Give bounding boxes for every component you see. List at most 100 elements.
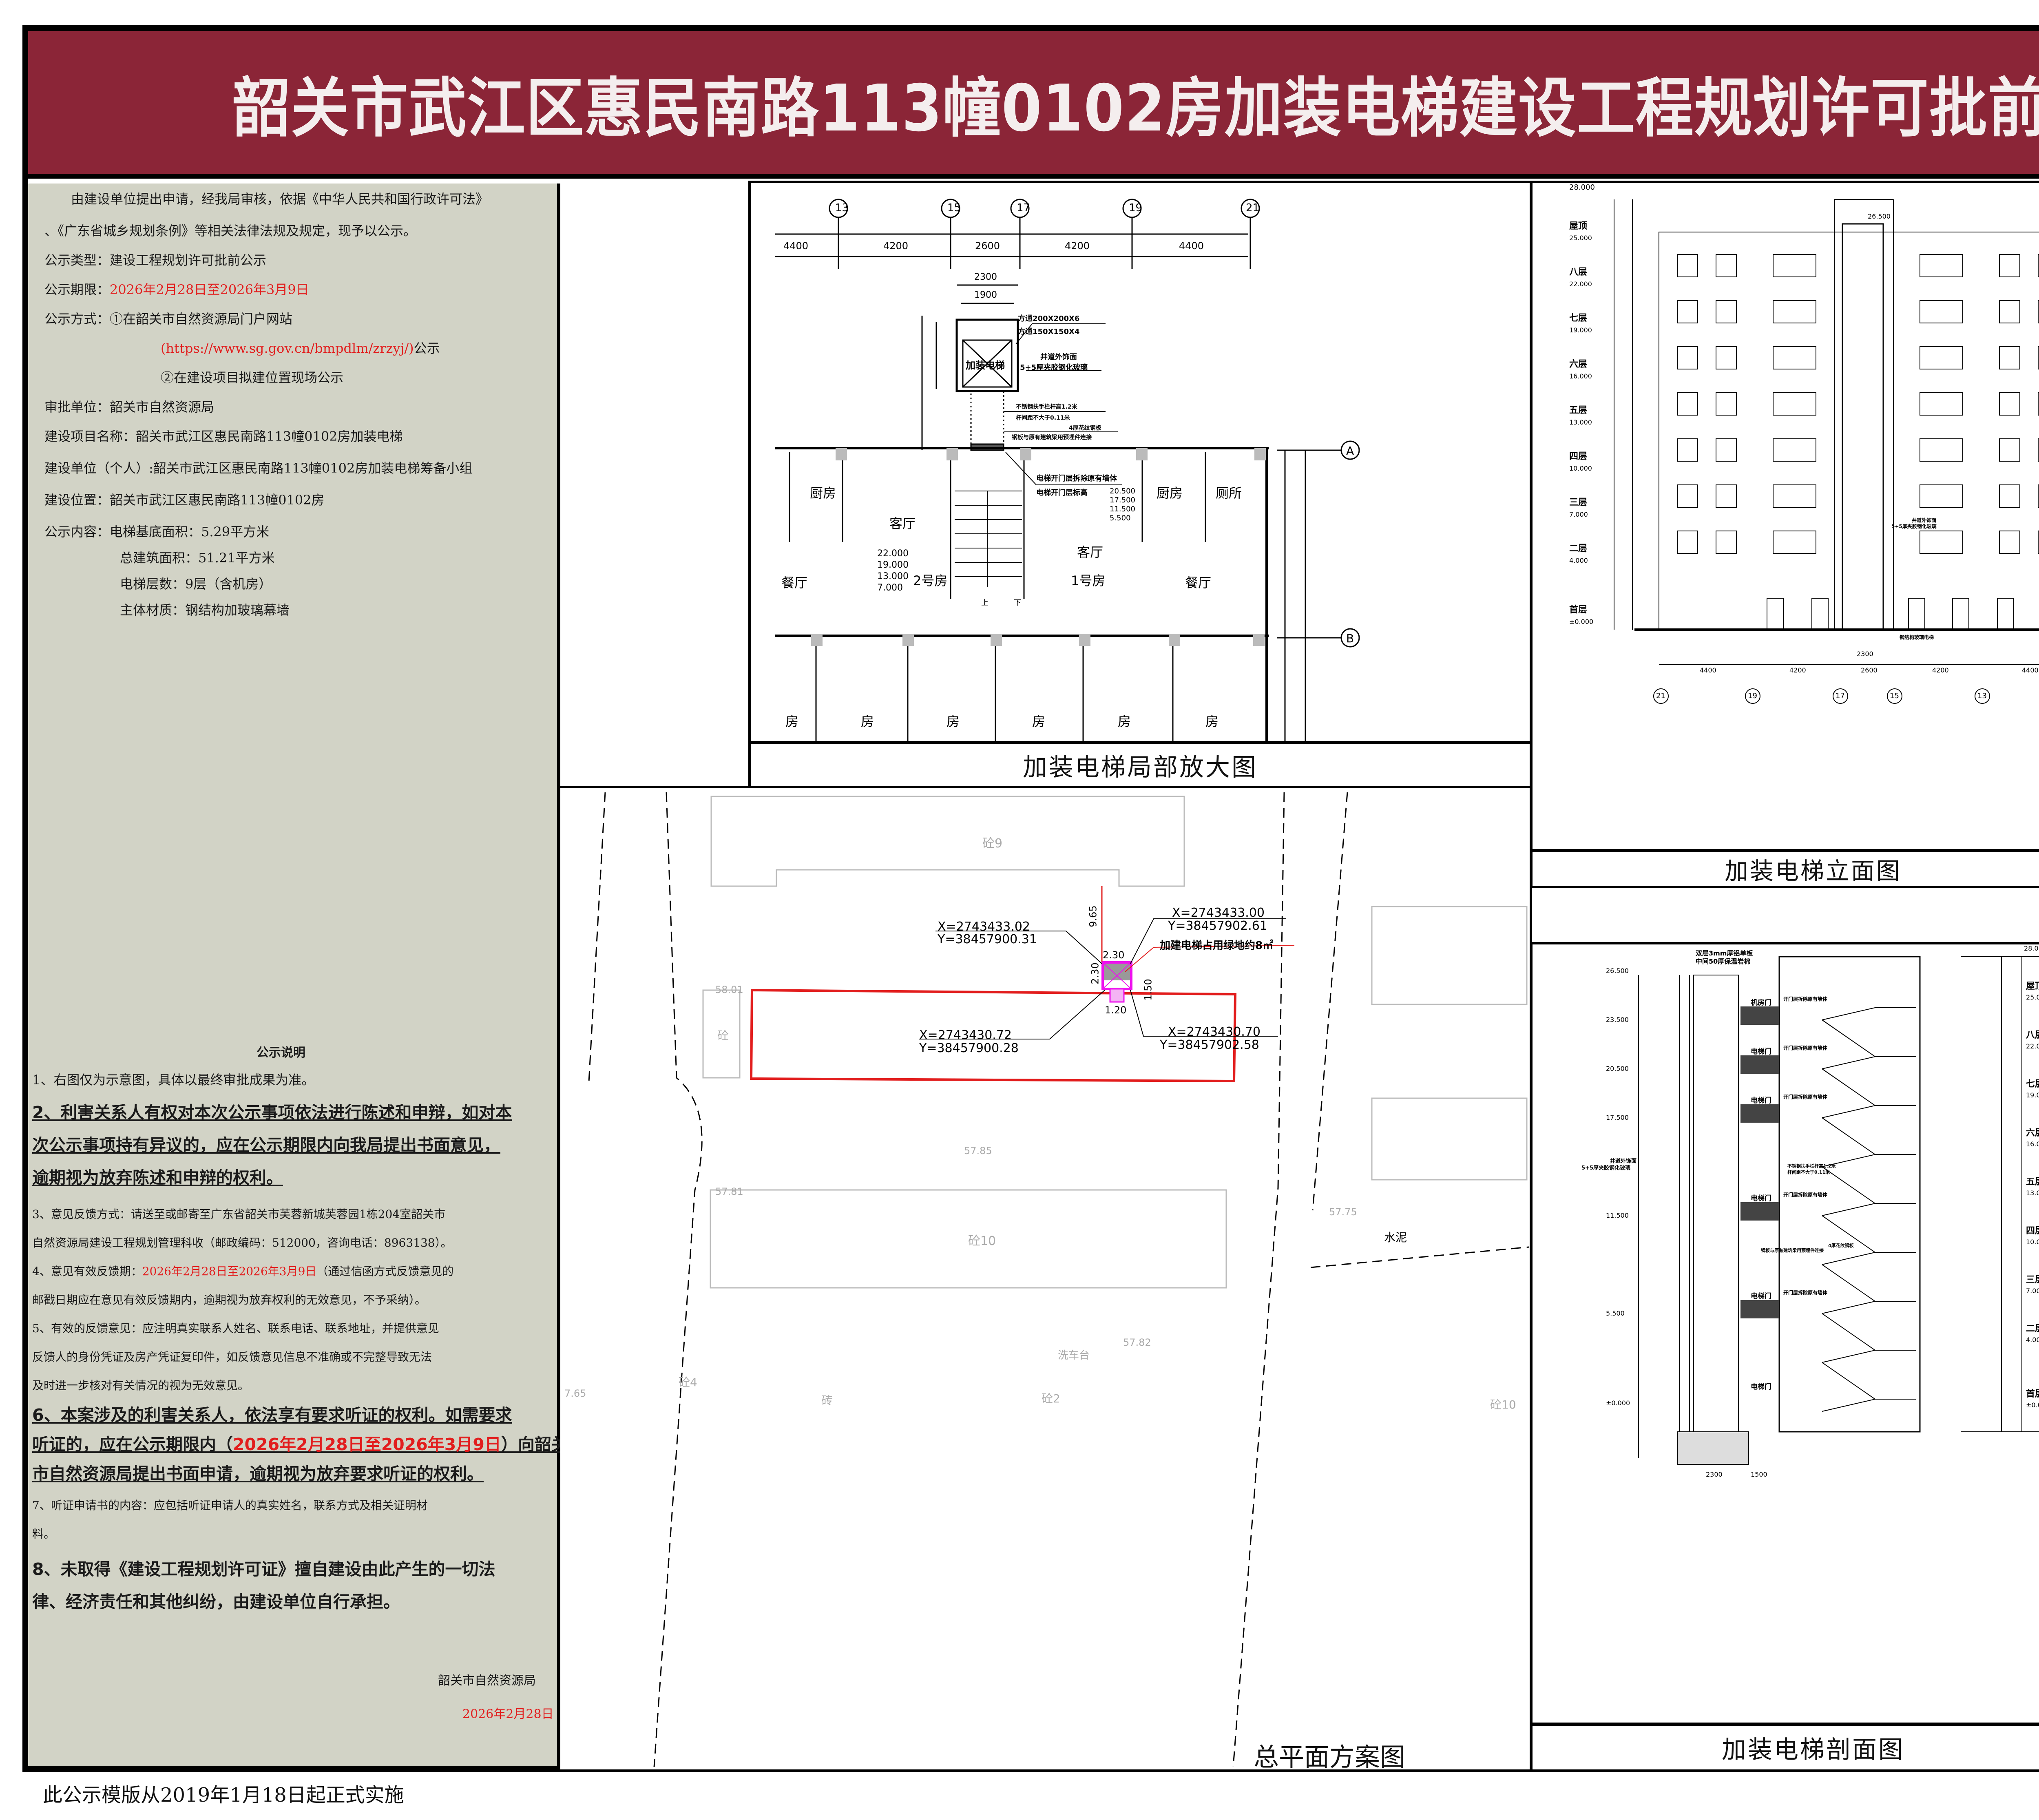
section-caption: 加装电梯剖面图 xyxy=(1533,1723,2039,1769)
elev-level-8-name: 首层 xyxy=(1569,605,1588,615)
section-right-level-3-value: 16.000 xyxy=(2026,1140,2039,1148)
notice-item-3-line-1: 3、意见反馈方式：请送至或邮寄至广东省韶关市芙蓉新城芙蓉园1栋204室韶关市 xyxy=(32,1207,446,1221)
section-door-note-5: 开门层拆除原有墙体 xyxy=(1783,1290,1828,1296)
elev-level-4-name: 五层 xyxy=(1569,405,1588,416)
note-rail-1: 不锈钢扶手栏杆高1.2米 xyxy=(1016,404,1077,410)
item-4-suffix: （通过信函方式反馈意见的 xyxy=(316,1265,454,1278)
elev-axis-13: 13 xyxy=(1977,692,1987,700)
label-block-2: 砼2 xyxy=(1042,1392,1060,1405)
door-level-1: 20.500 xyxy=(1110,487,1135,495)
room2-levels: 22.000 19.000 13.000 7.000 xyxy=(877,548,909,594)
note-door-level: 电梯开门层标高 xyxy=(1036,489,1088,497)
room-lower-6: 房 xyxy=(1205,714,1219,729)
title-banner: 韶关市武江区惠民南路113幢0102房加装电梯建设工程规划许可批前公示之(一) xyxy=(28,31,2039,179)
content-label: 公示内容： xyxy=(44,524,110,540)
section-right-level-0-name: 屋顶 xyxy=(2026,981,2039,991)
notice-item-7-line-2: 料。 xyxy=(32,1527,55,1541)
coord-ne-x: X=2743433.00 xyxy=(1172,906,1265,920)
portal-url-link[interactable]: (https://www.sg.gov.cn/bmpdlm/zrzyj/) xyxy=(161,341,414,356)
elev-level-1-name: 八层 xyxy=(1569,267,1588,277)
section-right-level-7-name: 二层 xyxy=(2026,1324,2039,1334)
elev-level-8: 首层±0.000 xyxy=(1569,604,1593,628)
elev-top-level: 28.000 xyxy=(1569,183,1595,192)
section-right-level-5-name: 四层 xyxy=(2026,1226,2039,1236)
span-1: 4400 xyxy=(783,240,809,252)
content: 公示内容：电梯基底面积：5.29平方米 xyxy=(44,524,269,540)
elevation-drawing xyxy=(1614,199,2039,704)
item-6-suffix: ）向韶关 xyxy=(501,1435,568,1454)
notice-method: 公示方式：①在韶关市自然资源局门户网站 xyxy=(44,311,292,327)
note-plate-2: 钢板与原有建筑梁用预埋件连接 xyxy=(1012,434,1092,441)
note-facade-1: 井道外饰面 xyxy=(1040,353,1077,361)
method-1-url-line: (https://www.sg.gov.cn/bmpdlm/zrzyj/)公示 xyxy=(161,340,440,356)
elev-span-3: 2600 xyxy=(1861,666,1878,674)
project-name-label: 建设项目名称： xyxy=(44,429,136,444)
notice-item-2-line-2: 次公示事项持有异议的，应在公示期限内向我局提出书面意见， xyxy=(32,1135,500,1155)
room-lower-1: 房 xyxy=(785,714,799,729)
note-facade-2: 5+5厚夹胶钢化玻璃 xyxy=(1020,363,1088,372)
period-value: 2026年2月28日至2026年3月9日 xyxy=(110,282,309,297)
room-living-left: 客厅 xyxy=(889,516,916,531)
room-lower-4: 房 xyxy=(1032,714,1046,729)
section-right-level-0-value: 25.000 xyxy=(2026,993,2039,1001)
section-right-level-7: 二层4.000 xyxy=(2026,1324,2039,1389)
section-left-level-2: 20.500 xyxy=(1606,1065,1629,1073)
elev-level-6-name: 三层 xyxy=(1569,498,1588,508)
room-toilet: 厕所 xyxy=(1216,485,1242,501)
elev-axis-21: 21 xyxy=(1656,692,1665,700)
elev-shaft-width: 2300 xyxy=(1857,650,1873,658)
section-plate-2: 钢板与原有建筑梁用预埋件连接 xyxy=(1761,1248,1824,1253)
notice-item-4-line-1: 4、意见有效反馈期：2026年2月28日至2026年3月9日（通过信函方式反馈意… xyxy=(32,1263,453,1280)
spot-level-6: 7.65 xyxy=(564,1388,586,1399)
unit-1-label: 1号房 xyxy=(1071,573,1106,588)
coord-se-x: X=2743430.70 xyxy=(1168,1025,1261,1039)
elev-span-5: 4400 xyxy=(2022,666,2039,674)
dim-depth: 2.30 xyxy=(1089,962,1101,984)
elev-level-5-value: 10.000 xyxy=(1569,464,1592,472)
elev-level-0-name: 屋顶 xyxy=(1569,221,1588,231)
label-cement: 水泥 xyxy=(1384,1231,1407,1244)
section-right-level-1-value: 22.000 xyxy=(2026,1042,2039,1050)
notice-item-4-line-2: 邮戳日期应在意见有效反馈期内，逾期视为放弃权利的无效意见，不予采纳）。 xyxy=(32,1293,427,1307)
axis-17: 17 xyxy=(1017,202,1031,214)
item-6-prefix: 听证的，应在公示期限内（ xyxy=(32,1435,233,1454)
spot-level-5: 57.82 xyxy=(1123,1337,1151,1348)
section-right-level-2-value: 19.000 xyxy=(2026,1091,2039,1099)
axis-13: 13 xyxy=(835,202,849,214)
label-block-10: 砼10 xyxy=(968,1234,996,1248)
notice-item-5-line-1: 5、有效的反馈意见：应注明真实联系人姓名、联系电话、联系地址，并提供意见 xyxy=(32,1322,439,1335)
method-1: ①在韶关市自然资源局门户网站 xyxy=(110,311,293,327)
elev-axis-17: 17 xyxy=(1836,692,1845,700)
elev-span-1: 4400 xyxy=(1700,666,1716,674)
section-left-level-5: 5.500 xyxy=(1606,1309,1625,1317)
dim-outer-w: 2300 xyxy=(974,272,997,282)
notice-item-1: 1、右图仅为示意图，具体以最终审批成果为准。 xyxy=(32,1072,315,1088)
section-panel: 双层3mm厚铝单板 中间50厚保温岩棉 26.500 23.500 20.500… xyxy=(1530,942,2039,1772)
section-door-note-1: 开门层拆除原有墙体 xyxy=(1783,996,1828,1002)
method-2: ②在建设项目拟建位置现场公示 xyxy=(161,370,344,385)
note-remove-wall: 电梯开门层拆除原有墙体 xyxy=(1036,474,1117,483)
room2-level-1: 22.000 xyxy=(877,548,909,559)
unit-2-label: 2号房 xyxy=(913,573,948,588)
content-item-0: 电梯基底面积：5.29平方米 xyxy=(110,524,270,540)
section-door-4: 电梯门 xyxy=(1751,1292,1771,1300)
label-block-9: 砼9 xyxy=(982,836,1003,851)
section-left-level-0: 26.500 xyxy=(1606,967,1629,975)
spot-level-3: 57.81 xyxy=(715,1186,743,1197)
door-levels: 20.500 17.500 11.500 5.500 xyxy=(1110,487,1135,523)
room2-level-3: 13.000 xyxy=(877,571,909,582)
section-plate-1: 4厚花纹钢板 xyxy=(1828,1243,1854,1248)
page-title: 韶关市武江区惠民南路113幢0102房加装电梯建设工程规划许可批前公示之(一) xyxy=(232,71,2039,146)
notice-type: 公示类型：建设工程规划许可批前公示 xyxy=(44,252,266,268)
intro-line-2: 、《广东省城乡规划条例》等相关法律法规及规定，现予以公示。 xyxy=(44,223,417,239)
template-note: 此公示模版从2019年1月18日起正式实施 xyxy=(43,1784,404,1807)
note-plate-1: 4厚花纹钢板 xyxy=(1069,425,1101,431)
location: 建设位置：韶关市武江区惠民南路113幢0102房 xyxy=(44,492,325,508)
section-right-level-8-value: ±0.000 xyxy=(2026,1401,2039,1409)
